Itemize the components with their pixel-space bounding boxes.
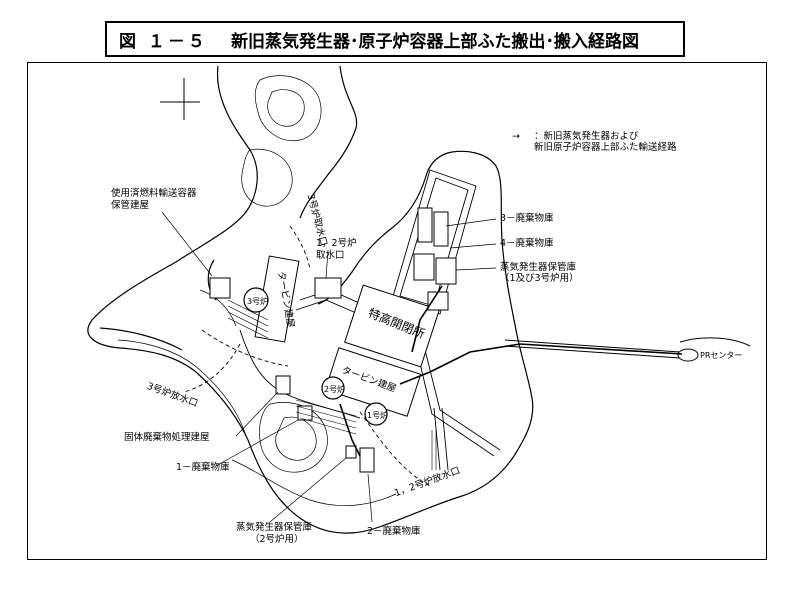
solid-waste-building [275,375,291,395]
intake-12-structure [314,277,342,299]
label-waste-1: 1－廃棄物庫 [176,462,230,473]
reactor-3-dome [243,287,269,313]
label-spent-fuel-2: 保管建屋 [111,200,150,211]
label-intake-12-2: 取水口 [316,250,345,261]
special-switchyard [344,284,440,368]
reactor-domes [243,287,388,426]
coastline [87,65,534,534]
label-waste-2: 2－廃棄物庫 [367,526,421,537]
turbine-building-12 [324,347,422,417]
label-reactor-1: 1号炉 [367,411,389,420]
pr-center-mark [677,348,699,362]
leader-lines [161,211,497,523]
sg-store-13c [427,291,449,311]
label-reactor-2: 2号炉 [324,385,346,394]
hatched-structures [227,299,437,470]
legend: → ：新旧蒸気発生器および 新旧原子炉容器上部ふた輸送経路 [512,131,677,153]
label-intake-12-1: 1，2号炉 [316,238,357,249]
figure-number: 図 １－５ [119,31,208,52]
reactor-1-dome [364,402,388,426]
spent-fuel-building [209,277,231,299]
terrain-contours [117,75,397,507]
waste-store-4 [433,211,449,247]
label-sg-store-13-2: （1及び3号炉用） [500,273,579,284]
label-sg-store-2-1: 蒸気発生器保管庫 [236,522,313,533]
transport-route [339,285,683,457]
water-channels [183,225,431,487]
map-frame [27,62,767,560]
label-reactor-3: 3号炉 [247,297,269,306]
label-sg-store-2-2: （2号炉用） [250,534,304,545]
legend-line-1: ：新旧蒸気発生器および [534,131,639,142]
figure-title: 新旧蒸気発生器･原子炉容器上部ふた搬出･搬入経路図 [231,31,639,52]
label-sg-store-13-1: 蒸気発生器保管庫 [500,262,577,273]
waste-store-2 [359,447,375,473]
sg-store-13a [413,253,435,281]
label-waste-4: 4－廃棄物庫 [500,238,554,249]
label-spent-fuel-1: 使用済燃料輸送容器 [111,188,197,199]
label-waste-3: 3－廃棄物庫 [500,213,554,224]
label-solid-waste: 固体廃棄物処理建屋 [124,432,210,443]
legend-line-2: 新旧原子炉容器上部ふた輸送経路 [534,142,677,153]
figure-title-box: 図 １－５ 新旧蒸気発生器･原子炉容器上部ふた搬出･搬入経路図 [105,21,685,57]
legend-arrow-icon: → [512,131,520,142]
sg-store-13b [435,257,457,285]
north-arrow-icon [160,78,200,120]
reactor-2-dome [321,376,345,400]
label-pr-center: PRセンター [700,351,743,360]
buildings [209,207,457,473]
sg-store-2 [345,445,357,459]
jetty [504,337,751,359]
waste-store-3 [417,207,433,243]
